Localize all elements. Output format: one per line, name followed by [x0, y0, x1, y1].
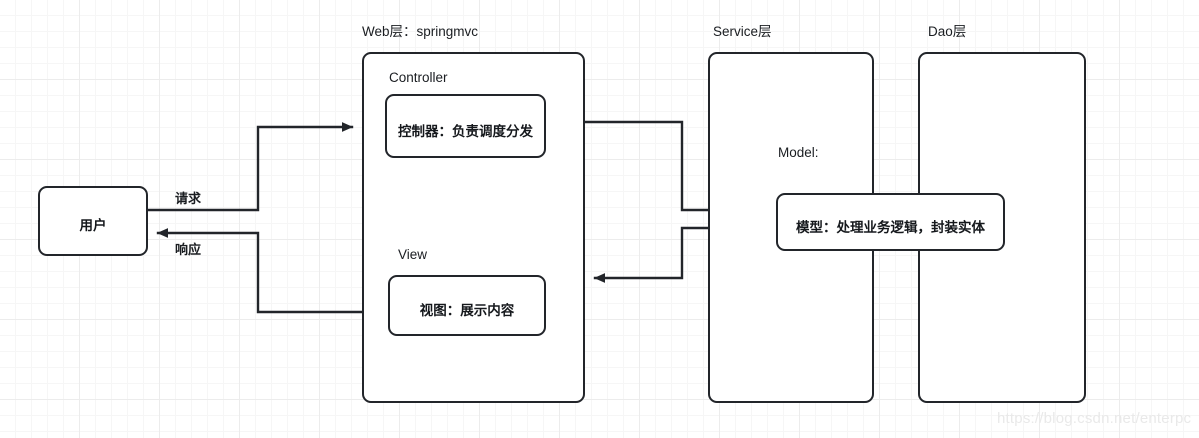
layer-caption-web: Web层：springmvc	[362, 24, 479, 39]
node-model-box[interactable]: 模型：处理业务逻辑，封装实体	[776, 193, 1005, 251]
node-user-label: 用户	[79, 218, 107, 233]
node-view-label: 视图：展示内容	[419, 303, 515, 318]
edge-request	[146, 122, 354, 212]
node-model-label: 模型：处理业务逻辑，封装实体	[796, 220, 985, 235]
edge-label-request: 请求	[175, 191, 202, 206]
group-label-controller: Controller	[389, 70, 448, 85]
watermark: https://blog.csdn.net/enterpc	[997, 410, 1192, 427]
group-label-model: Model:	[778, 145, 819, 160]
node-controller-label: 控制器：负责调度分发	[398, 124, 533, 139]
layer-caption-service: Service层	[713, 24, 772, 39]
edge-response	[156, 228, 364, 314]
node-user-box[interactable]: 用户	[38, 186, 148, 256]
layer-caption-dao: Dao层	[928, 24, 967, 39]
node-controller-box[interactable]: 控制器：负责调度分发	[385, 94, 546, 158]
edge-label-response: 响应	[175, 242, 202, 257]
group-label-view: View	[398, 247, 428, 262]
node-view-box[interactable]: 视图：展示内容	[388, 275, 546, 336]
